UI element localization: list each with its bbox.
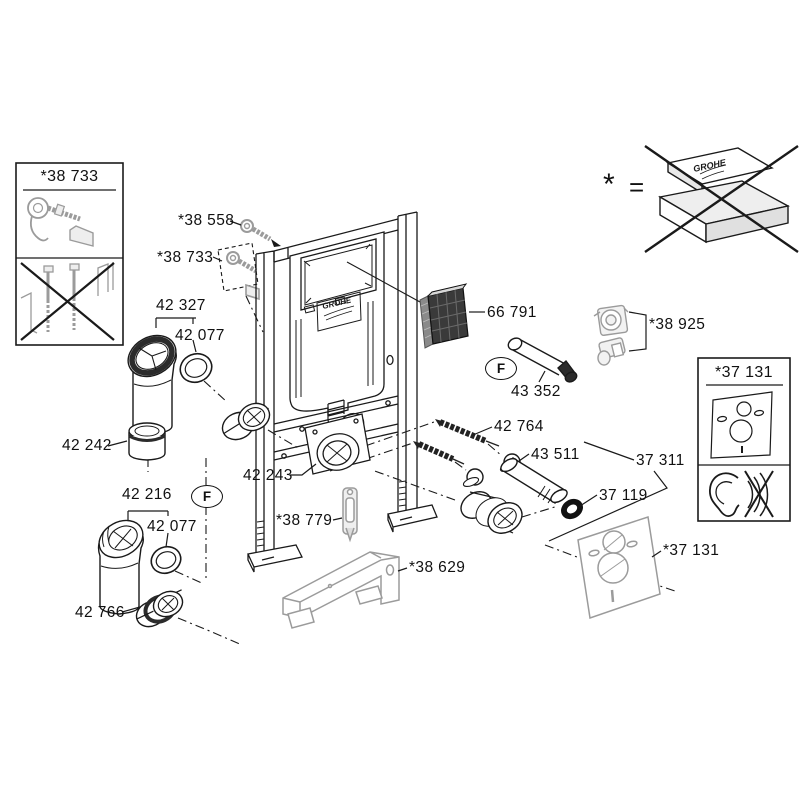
part-label-42327: 42 327 — [156, 297, 206, 314]
part-label-37119: 37 119 — [599, 487, 648, 504]
inset-37131-label: *37 131 — [715, 364, 773, 381]
part-label-42216: 42 216 — [122, 486, 172, 503]
part-label-42243: 42 243 — [243, 467, 293, 484]
part-42766-sleeve — [135, 589, 184, 628]
f-marker-right: F — [485, 357, 517, 380]
part-42243-outlet-bend — [304, 413, 371, 475]
part-42764-threaded-rods — [413, 419, 500, 465]
f-marker-left: F — [191, 485, 223, 508]
part-label-42077-bottom: 42 077 — [147, 518, 197, 535]
equals-symbol: = — [629, 172, 645, 202]
part-label-43352: 43 352 — [511, 383, 561, 400]
part-label-38629: *38 629 — [409, 559, 466, 576]
inset-box-37131 — [697, 357, 791, 522]
part-42242-cap — [128, 422, 166, 461]
inset-box-38733 — [15, 162, 124, 346]
part-38629-support-bracket — [282, 551, 400, 629]
part-label-38779: *38 779 — [276, 512, 333, 529]
part-sleeve-mid — [221, 402, 271, 441]
no-noise-ear-icon — [709, 470, 774, 518]
part-socket-connector — [460, 491, 523, 534]
part-38779-strip — [342, 487, 358, 543]
part-38733-bracket — [217, 242, 260, 301]
part-label-38925: *38 925 — [649, 316, 706, 333]
mat-art — [710, 391, 773, 459]
part-label-42766: 42 766 — [75, 604, 125, 621]
part-label-37131: *37 131 — [663, 542, 720, 559]
cross-out-x — [644, 145, 799, 253]
wrong-bolts-art — [20, 262, 115, 341]
part-42077-seal-top — [179, 352, 213, 384]
part-42077-seal-bottom — [150, 545, 182, 575]
part-42216-elbow — [97, 519, 144, 615]
mounting-frame — [247, 211, 438, 573]
part-37131-mat — [577, 516, 661, 620]
crossed-grohe-box — [644, 145, 799, 253]
part-66791-module — [346, 261, 469, 349]
part-43352-rod — [507, 337, 578, 383]
part-37311-tube — [500, 457, 568, 504]
part-label-38558: *38 558 — [178, 212, 235, 229]
asterisk-symbol: * — [603, 168, 615, 201]
cistern-logo-plate — [316, 291, 362, 332]
part-label-42242: 42 242 — [62, 437, 112, 454]
part-label-42764: 42 764 — [494, 418, 544, 435]
wall-anchor-art — [27, 197, 94, 247]
inset-38733-label: *38 733 — [40, 168, 99, 185]
part-label-42077-top: 42 077 — [175, 327, 225, 344]
part-38558-screw — [240, 219, 281, 247]
part-42327-elbow — [127, 334, 177, 435]
part-label-43511: 43 511 — [531, 446, 580, 463]
leader-lines — [107, 220, 668, 613]
part-38925-valve-set — [593, 304, 629, 366]
part-37119-seal — [561, 498, 583, 520]
cross-out-x — [20, 262, 115, 341]
part-label-37311: 37 311 — [636, 452, 685, 469]
part-label-38733: *38 733 — [157, 249, 214, 266]
part-label-66791: 66 791 — [487, 304, 537, 321]
